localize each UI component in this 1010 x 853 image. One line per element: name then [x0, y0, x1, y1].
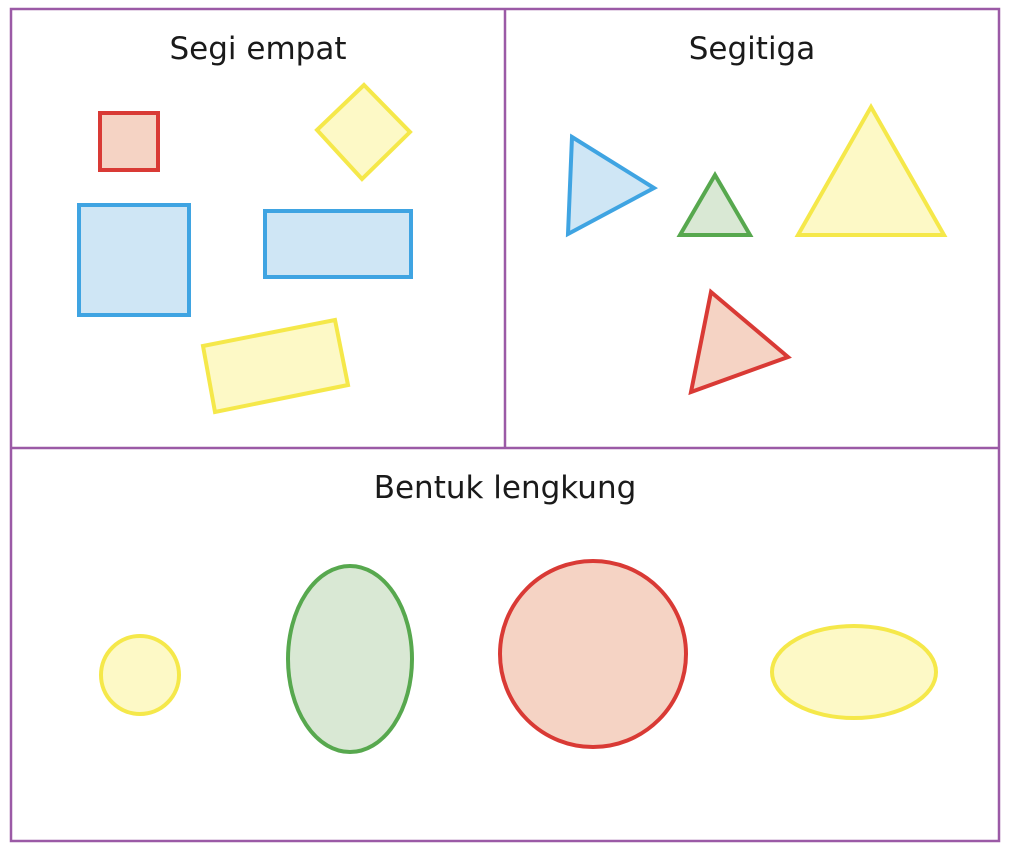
yellow-triangle [794, 102, 948, 237]
blue-square [77, 203, 191, 317]
panel-title-segitiga: Segitiga [689, 31, 815, 67]
red-circle [498, 559, 688, 749]
panel-segi-empat: Segi empat [77, 31, 413, 415]
yellow-diamond [314, 82, 413, 182]
yellow-oval [770, 624, 938, 720]
panel-bentuk-lengkung: Bentuk lengkung [99, 470, 938, 754]
panel-title-bentuk-lengkung: Bentuk lengkung [374, 470, 637, 506]
yellow-tilted-rectangle [200, 317, 351, 415]
red-square [98, 111, 160, 172]
red-triangle [688, 288, 792, 396]
blue-triangle [565, 133, 658, 238]
panel-segitiga: Segitiga [565, 31, 948, 396]
blue-rectangle [263, 209, 413, 279]
panel-title-segi-empat: Segi empat [170, 31, 347, 67]
green-oval [286, 564, 414, 754]
yellow-circle [99, 634, 181, 716]
frame [9, 7, 1001, 843]
green-triangle [676, 171, 754, 237]
